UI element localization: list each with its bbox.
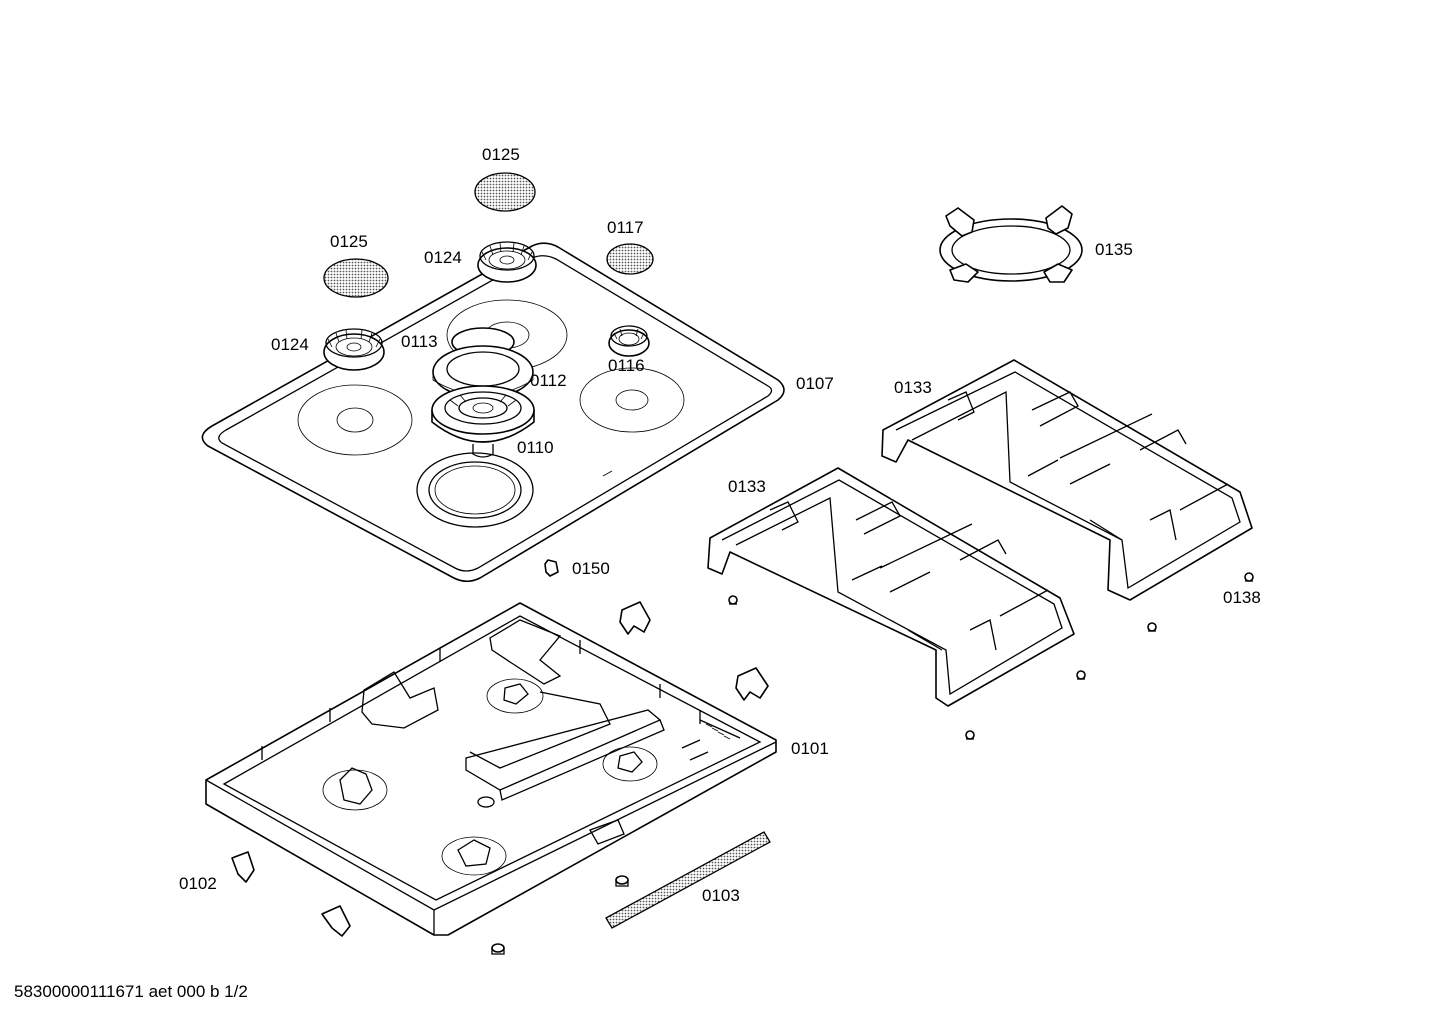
label-0125-top: 0125	[482, 145, 520, 164]
bracket	[231, 601, 769, 937]
burner-body	[431, 385, 535, 458]
label-0103: 0103	[702, 886, 740, 905]
label-0133-lower: 0133	[728, 477, 766, 496]
label-0110: 0110	[517, 438, 554, 457]
burner-cap-left	[323, 328, 385, 371]
mesh-cover-top	[474, 172, 536, 212]
label-0101: 0101	[791, 739, 829, 758]
rubber-foot	[728, 572, 1254, 740]
label-0138: 0138	[1223, 588, 1261, 607]
document-footer-id: 58300000111671 aet 000 b 1/2	[14, 982, 248, 1001]
mesh-cover-left	[323, 258, 389, 298]
burner-cap-top	[477, 241, 537, 283]
label-0113: 0113	[401, 332, 438, 351]
wok-ring	[939, 205, 1083, 283]
label-0116: 0116	[608, 356, 645, 375]
pan-support-lower	[707, 467, 1075, 707]
bushing	[544, 559, 559, 577]
label-0112: 0112	[530, 371, 567, 390]
label-0117: 0117	[607, 218, 644, 237]
pan-support-upper	[881, 359, 1253, 601]
mesh-cover-small	[606, 243, 654, 275]
label-0125-left: 0125	[330, 232, 368, 251]
label-0135: 0135	[1095, 240, 1133, 259]
label-0102: 0102	[179, 874, 217, 893]
base-tray	[205, 602, 777, 936]
seal-strip	[605, 831, 771, 929]
label-0107: 0107	[796, 374, 834, 393]
label-0124-left: 0124	[271, 335, 309, 354]
label-0150: 0150	[572, 559, 610, 578]
label-0133-upper: 0133	[894, 378, 932, 397]
label-0124-top: 0124	[424, 248, 462, 267]
screw-foot	[491, 875, 629, 955]
burner-cap-small	[608, 325, 650, 357]
